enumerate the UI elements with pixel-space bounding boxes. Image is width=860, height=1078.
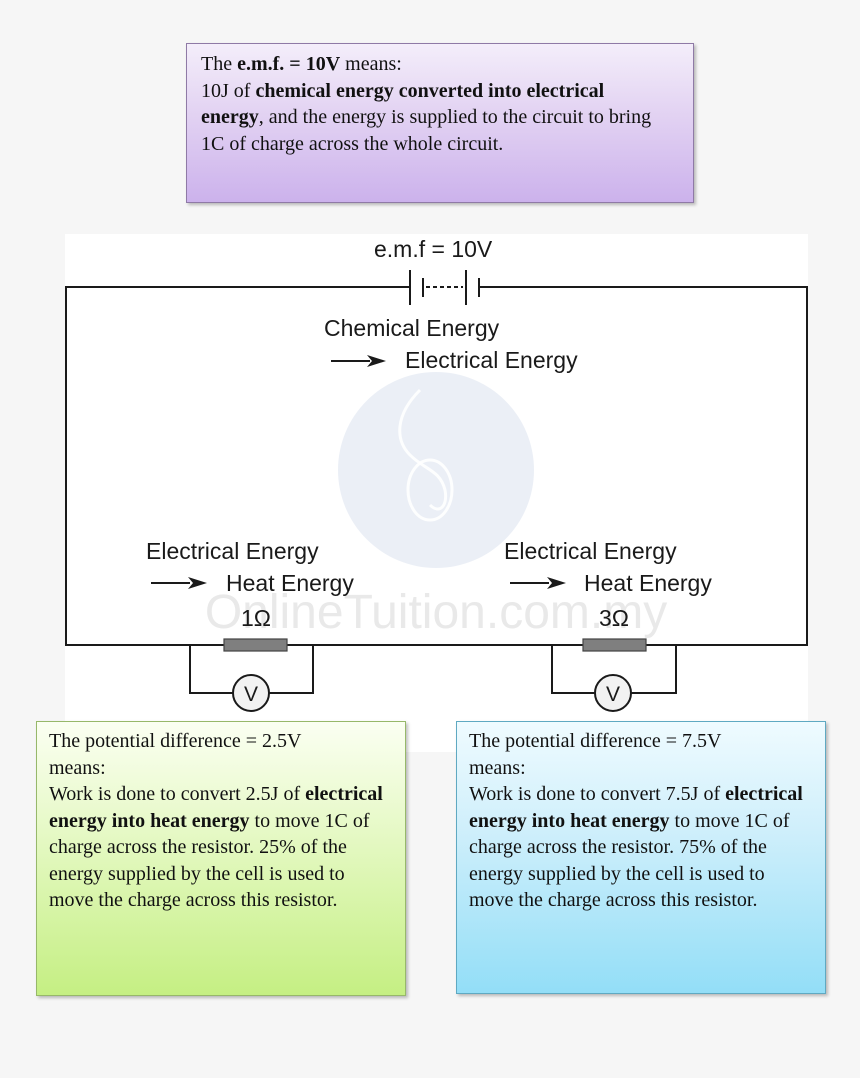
voltmeter-left-symbol: V [244,683,258,706]
right-conversion-to: Heat Energy [584,570,712,596]
right-arrow-icon [510,577,566,589]
resistor-1-ohm [223,638,288,652]
right-pd-heading: The potential difference = 7.5V means: [469,730,722,779]
emf-label: e.m.f = 10V [374,236,493,262]
left-conversion-from: Electrical Energy [146,538,319,564]
watermark-mouse-icon [398,388,448,511]
voltmeter-left: V [189,645,314,712]
watermark-text: OnlineTuition.com.my [205,586,667,639]
right-conversion-from: Electrical Energy [504,538,677,564]
emf-explanation-box: The e.m.f. = 10V means: 10J of chemical … [186,43,694,203]
watermark-mouse-body [406,458,454,522]
voltmeter-right: V [551,645,677,712]
right-pd-description: Work is done to convert 7.5J of electric… [469,783,803,911]
left-arrow-icon [151,577,207,589]
battery-icon [409,270,480,305]
left-resistor-label: 1Ω [241,605,271,631]
right-resistor-label: 3Ω [599,605,629,631]
left-pd-description: Work is done to convert 2.5J of electric… [49,783,383,911]
cell-arrow-icon [331,355,386,367]
resistor-3-ohm [582,638,647,652]
cell-conversion-to: Electrical Energy [405,347,578,373]
left-pd-heading: The potential difference = 2.5V means: [49,730,302,779]
watermark-globe [338,372,534,568]
emf-description: 10J of chemical energy converted into el… [201,79,652,155]
right-resistor-explanation-box: The potential difference = 7.5V means: W… [456,721,826,994]
circuit-wires [65,286,808,646]
cell-conversion-from: Chemical Energy [324,315,500,341]
voltmeter-right-symbol: V [606,683,620,706]
left-conversion-to: Heat Energy [226,570,354,596]
left-resistor-explanation-box: The potential difference = 2.5V means: W… [36,721,406,996]
emf-heading: The e.m.f. = 10V means: [201,53,402,75]
